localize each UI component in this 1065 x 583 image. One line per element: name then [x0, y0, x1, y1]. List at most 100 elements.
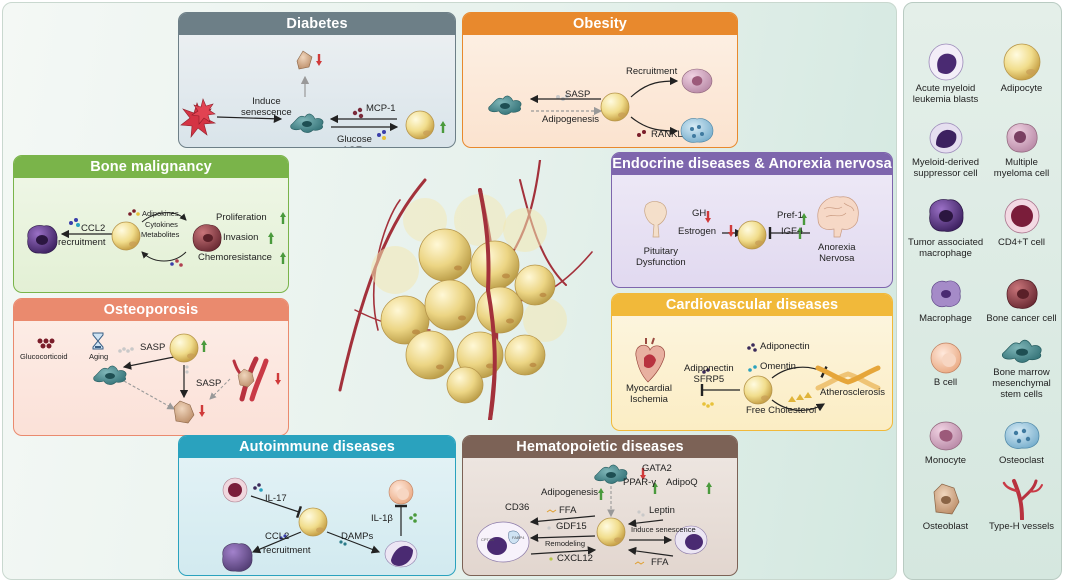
- heart-icon: [635, 337, 666, 383]
- label-induce-senescence: Induce senescence: [631, 525, 696, 534]
- panel-title: Cardiovascular diseases: [612, 294, 892, 316]
- macrophage-icon: [930, 280, 961, 308]
- label-ffa-bottom: FFA: [651, 557, 669, 568]
- legend-label: Monocyte: [924, 455, 967, 466]
- panel-autoimmune: Autoimmune diseases IL-17 CCL2 recru: [178, 435, 456, 576]
- label-atherosclerosis: Atherosclerosis: [820, 387, 885, 398]
- label-adiponectin: Adiponectin: [760, 341, 810, 352]
- label-glucocorticoid: Glucocorticoid: [20, 352, 68, 361]
- panel-bone-malignancy: Bone malignancy CCL2 rec: [13, 155, 289, 293]
- type-h-vessel-icon: [1002, 479, 1043, 520]
- label-gata2: GATA2: [642, 463, 672, 474]
- panel-hematopoietic: Hematopoietic diseases CPT1A FABP4: [462, 435, 738, 576]
- legend-label: Bone cancer cell: [986, 313, 1057, 324]
- aml-blast-icon: [928, 43, 963, 81]
- pituitary-icon: [644, 201, 667, 238]
- legend-item-cd4t: CD4+T cell: [984, 196, 1059, 249]
- bone-cancer-icon: [1006, 279, 1037, 309]
- monocyte-icon: [929, 421, 962, 451]
- hourglass-icon: [92, 332, 104, 350]
- label-aging: Aging: [89, 352, 109, 361]
- label-recruitment: Recruitment: [626, 66, 678, 77]
- label-cxcl12: CXCL12: [557, 553, 593, 564]
- label-sasp-bottom: SASP: [196, 378, 222, 389]
- panel-obesity: Obesity SASP Adipogenesis Recruitment RA…: [462, 12, 738, 148]
- legend-item-type-h-vessels: Type-H vessels: [984, 478, 1059, 533]
- label-adipoq: AdipoQ: [666, 477, 698, 488]
- ros-cluster: [180, 98, 217, 138]
- label-sasp-top: SASP: [140, 342, 166, 353]
- bmsc-icon: [1001, 339, 1042, 364]
- label-damps: DAMPs: [341, 531, 374, 542]
- label-estrogen: Estrogen: [678, 226, 717, 237]
- label-rankl: RANKL: [651, 129, 683, 140]
- panel-title: Bone malignancy: [14, 156, 288, 178]
- legend-label: B cell: [933, 377, 958, 388]
- legend-label: Osteoblast: [922, 521, 969, 532]
- label-leptin: Leptin: [649, 505, 675, 516]
- myeloma-icon: [1006, 123, 1037, 153]
- label-omentin: Omentin: [760, 361, 796, 372]
- label-proliferation: Proliferation: [216, 212, 267, 223]
- label-cd36: CD36: [505, 502, 530, 513]
- panel-title: Osteoporosis: [14, 299, 288, 321]
- panel-endocrine: Endocrine diseases & Anorexia nervosa GH…: [611, 152, 893, 288]
- legend-label: Type-H vessels: [989, 521, 1054, 532]
- label-adipogenesis: Adipogenesis: [542, 114, 600, 125]
- panel-title: Endocrine diseases & Anorexia nervosa: [612, 153, 892, 175]
- legend-item-osteoclast: Osteoclast: [984, 418, 1059, 467]
- legend-label: Adipocyte: [1000, 83, 1043, 94]
- label-pref1: Pref-1: [777, 210, 803, 221]
- legend-item-osteoblast: Osteoblast: [908, 480, 983, 533]
- label-adipokines: Adipokines: [142, 209, 179, 218]
- label-cpt1a: CPT1A: [481, 537, 494, 542]
- label-mcp1: MCP-1: [366, 103, 396, 114]
- label-remodeling: Remodeling: [545, 539, 586, 548]
- brain-icon: [817, 196, 859, 238]
- label-igf1: IGF-I: [781, 226, 803, 237]
- legend-item-bone-cancer: Bone cancer cell: [984, 276, 1059, 325]
- leukemia-cell-with-organelles: CPT1A FABP4: [476, 521, 530, 563]
- legend-label: Osteoclast: [999, 455, 1044, 466]
- cd4-t-icon: [1004, 198, 1039, 234]
- legend-item-monocyte: Monocyte: [908, 418, 983, 467]
- label-glucose-ages: GlucoseAGEs: [337, 134, 372, 147]
- label-adipogenesis: Adipogenesis: [541, 487, 599, 498]
- tam-icon: [928, 199, 963, 232]
- legend-label: CD4+T cell: [997, 237, 1046, 248]
- label-ffa-top: FFA: [559, 505, 577, 516]
- vessel-cross-section: [815, 365, 881, 391]
- b-cell-icon: [930, 342, 961, 374]
- label-il17: IL-17: [265, 493, 287, 504]
- adipocyte-icon: [1003, 43, 1040, 81]
- panel-title: Obesity: [463, 13, 737, 35]
- mdsc-icon: [929, 122, 962, 154]
- label-cytokines: Cytokines: [145, 220, 178, 229]
- legend-item-b-cell: B cell: [908, 340, 983, 389]
- label-fabp4: FABP4: [512, 535, 525, 540]
- label-recruitment: recruitment: [58, 237, 106, 248]
- label-sasp: SASP: [565, 89, 591, 100]
- label-chemoresistance: Chemoresistance: [198, 252, 272, 263]
- osteoclast-icon: [1004, 422, 1039, 449]
- label-ppar-gamma: PPAR-γ: [623, 477, 657, 488]
- legend-label: Macrophage: [919, 313, 972, 324]
- panel-title: Diabetes: [179, 13, 455, 35]
- label-recruitment: recruitment: [263, 545, 311, 556]
- label-free-cholesterol: Free Cholesterol: [746, 405, 817, 416]
- osteoblast-icon: [933, 483, 959, 515]
